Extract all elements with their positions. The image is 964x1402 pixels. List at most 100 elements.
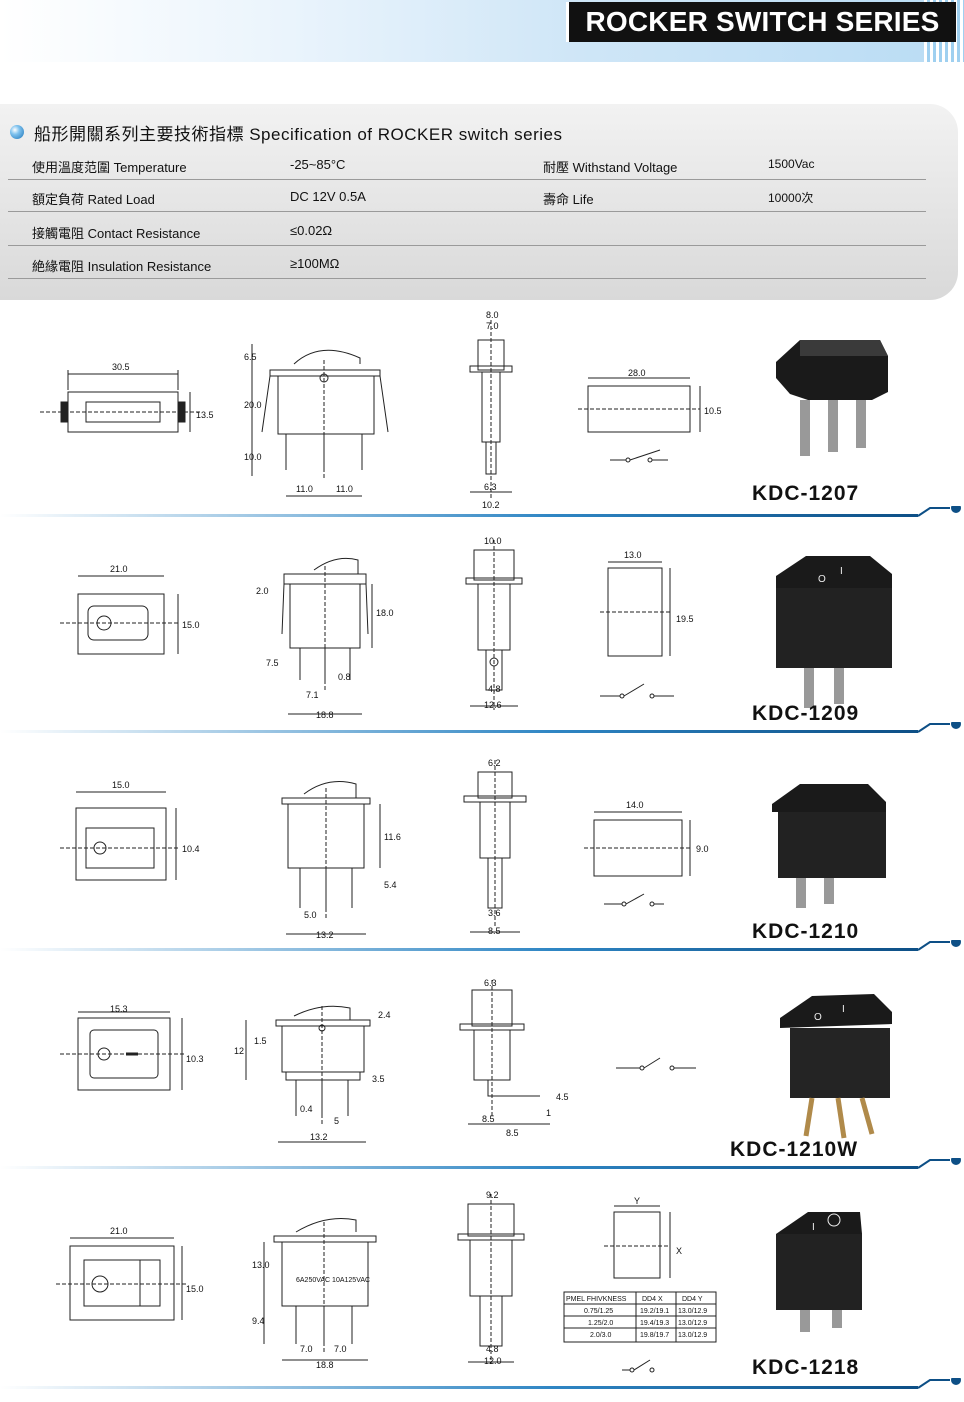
dim-label: 28.0 [628, 368, 646, 378]
dim-label: 15.0 [182, 620, 200, 630]
section-divider [0, 1158, 961, 1169]
product-section-kdc-1209: O I 21.0 15.0 2.0 18.0 7.5 0.8 7.1 18.8 … [0, 530, 964, 740]
dim-label: 7.0 [486, 321, 499, 331]
model-label: KDC-1209 [752, 702, 860, 725]
dim-label: 12 [234, 1046, 244, 1056]
dim-label: 12.6 [484, 700, 502, 710]
dim-label: 9.2 [486, 1190, 499, 1200]
spec-value: ≤0.02Ω [290, 223, 333, 238]
dim-label: 13.0 [252, 1260, 270, 1270]
table-header: DD4 X [642, 1296, 663, 1303]
dim-label: 11.0 [296, 484, 313, 494]
product-section-kdc-1210w: O I 15.3 10.3 12 1.5 2.4 3.5 0.4 5 13.2 … [0, 966, 964, 1176]
dim-label: 9.0 [696, 844, 709, 854]
svg-text:I: I [842, 1004, 845, 1015]
dim-label: 1 [546, 1108, 551, 1118]
spec-row: 接觸電阻 Contact Resistance ≤0.02Ω [8, 214, 926, 246]
switch-rating-label: 6A250VAC 10A125VAC [296, 1277, 370, 1284]
dim-label: 4.5 [556, 1092, 569, 1102]
spec-row: 額定負荷 Rated Load DC 12V 0.5A 壽命 Life 1000… [8, 180, 926, 212]
dim-label: 11.0 [336, 484, 353, 494]
kdc-1210w-drawings: O I 15.3 10.3 12 1.5 2.4 3.5 0.4 5 13.2 … [60, 978, 892, 1143]
model-label: KDC-1210 [752, 920, 860, 943]
spec-label: 耐壓 Withstand Voltage [543, 160, 678, 175]
dim-label: 5.4 [384, 880, 397, 890]
svg-text:I: I [840, 566, 843, 577]
dim-label: X [676, 1246, 682, 1256]
spec-row: 使用溫度范圍 Temperature -25~85°C 耐壓 Withstand… [8, 148, 926, 180]
spec-value: DC 12V 0.5A [290, 189, 366, 204]
model-label: KDC-1207 [752, 482, 860, 505]
dim-label: 4.8 [488, 684, 501, 694]
spec-label: 絶緣電阻 Insulation Resistance [32, 259, 212, 274]
kdc-1209-photo: O I [776, 556, 892, 708]
dim-label: 7.1 [306, 690, 319, 700]
kdc-1207-drawings: 30.5 13.5 6.5 20.0 10.0 11.0 11.0 8.0 7.… [40, 310, 888, 510]
section-divider [0, 1378, 961, 1389]
dim-label: 13.2 [316, 930, 334, 940]
spec-label: 壽命 Life [543, 192, 594, 207]
dim-label: 11.6 [384, 832, 401, 842]
kdc-1218-photo: I [776, 1212, 862, 1332]
dim-label: 21.0 [110, 564, 128, 574]
dim-label: 6.3 [484, 978, 497, 988]
dim-label: 18.8 [316, 710, 334, 720]
dim-label: 3.5 [372, 1074, 385, 1084]
kdc-1218-drawings: I 21.0 15.0 13.0 9.4 7.0 7.0 18.8 9.2 4.… [56, 1190, 862, 1373]
dim-label: 7.0 [300, 1344, 313, 1354]
table-header: DD4 Y [682, 1296, 703, 1303]
spec-row: 絶緣電阻 Insulation Resistance ≥100MΩ [8, 247, 926, 279]
dim-label: 20.0 [244, 400, 262, 410]
section-divider [0, 722, 961, 733]
table-header: PMEL FHIVKNESS [566, 1296, 627, 1303]
spec-value: -25~85°C [290, 157, 346, 172]
dim-label: 8.5 [482, 1114, 495, 1124]
dim-label: 7.0 [334, 1344, 347, 1354]
spec-panel [0, 104, 958, 300]
svg-text:O: O [818, 574, 826, 585]
table-cell: 19.2/19.1 [640, 1308, 669, 1315]
dim-label: 18.8 [316, 1360, 334, 1370]
dim-label: 18.0 [376, 608, 394, 618]
dim-label: 10.4 [182, 844, 200, 854]
dim-label: 6.2 [488, 758, 501, 768]
dim-label: 10.3 [186, 1054, 204, 1064]
spec-label: 使用溫度范圍 Temperature [32, 160, 187, 175]
product-section-kdc-1210: 15.0 10.4 11.6 5.4 5.0 13.2 6.2 3.6 8.5 … [0, 748, 964, 958]
dim-label: 7.5 [266, 658, 279, 668]
bullet-icon [10, 125, 24, 139]
spec-label: 接觸電阻 Contact Resistance [32, 226, 201, 241]
dim-label: Y [634, 1196, 640, 1206]
table-cell: 13.0/12.9 [678, 1332, 707, 1339]
kdc-1218-table: PMEL FHIVKNESS DD4 X DD4 Y 0.75/1.25 19.… [563, 1291, 717, 1343]
dim-label: 6.5 [244, 352, 257, 362]
dim-label: 2.0 [256, 586, 269, 596]
product-section-kdc-1218: I 21.0 15.0 13.0 9.4 7.0 7.0 18.8 9.2 4.… [0, 1184, 964, 1394]
page-title: ROCKER SWITCH SERIES [566, 2, 956, 42]
dim-label: 13.5 [196, 410, 214, 420]
dim-label: 8.0 [486, 310, 499, 320]
section-divider [0, 940, 961, 951]
dim-label: 0.4 [300, 1104, 313, 1114]
dim-label: 2.4 [378, 1010, 391, 1020]
dim-label: 12.0 [484, 1356, 502, 1366]
product-section-kdc-1207: 30.5 13.5 6.5 20.0 10.0 11.0 11.0 8.0 7.… [0, 300, 964, 518]
svg-text:O: O [814, 1012, 822, 1023]
dim-label: 10.0 [484, 536, 502, 546]
spec-value: 1500Vac [768, 157, 815, 171]
table-cell: 19.4/19.3 [640, 1320, 669, 1327]
kdc-1210-photo [772, 784, 886, 908]
dim-label: 9.4 [252, 1316, 265, 1326]
dim-label: 8.5 [506, 1128, 519, 1138]
table-cell: 13.0/12.9 [678, 1320, 707, 1327]
dim-label: 15.0 [112, 780, 130, 790]
section-divider [0, 506, 961, 517]
kdc-1210-drawings: 15.0 10.4 11.6 5.4 5.0 13.2 6.2 3.6 8.5 … [60, 758, 886, 940]
table-cell: 2.0/3.0 [590, 1332, 612, 1339]
dim-label: 5.0 [304, 910, 317, 920]
model-label: KDC-1218 [752, 1356, 860, 1379]
dim-label: 10.2 [482, 500, 500, 510]
kdc-1210w-photo: O I [780, 994, 892, 1139]
dim-label: 8.5 [488, 926, 501, 936]
dim-label: 10.5 [704, 406, 722, 416]
